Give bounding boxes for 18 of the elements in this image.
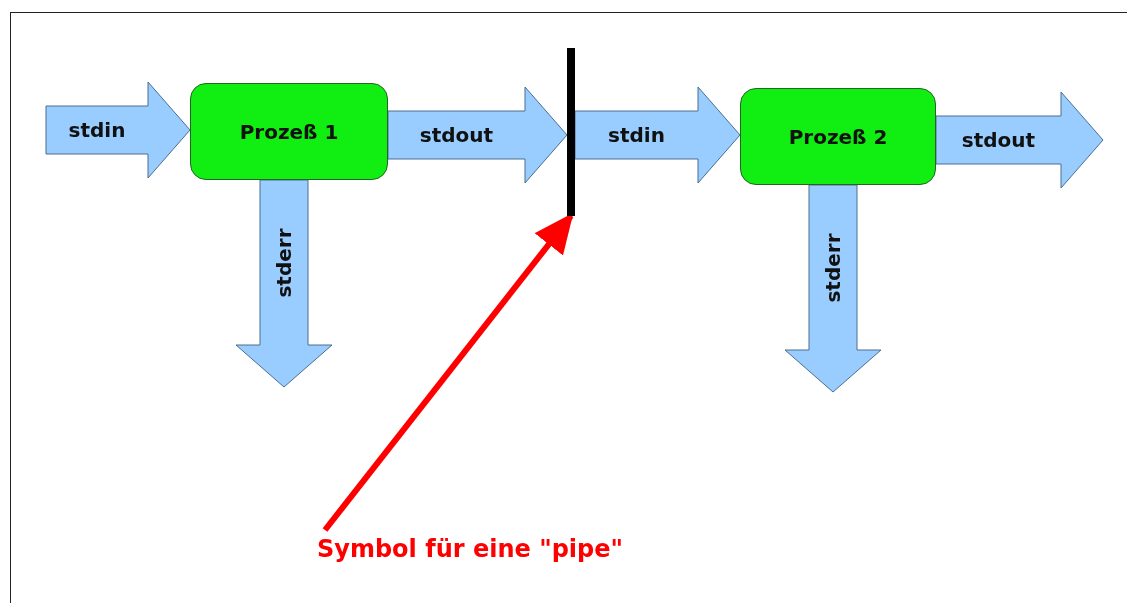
block-arrow [574,86,741,184]
pipe-bar [567,48,575,216]
process-label: Prozeß 2 [788,124,888,149]
block-arrow [45,81,191,179]
edge-label: stdin [608,123,665,147]
block-arrow [784,184,882,393]
block-arrow [387,86,568,184]
edge-label: stdin [68,118,126,142]
edge-label: stdout [419,123,494,147]
annotation-text: Symbol für eine "pipe" [317,535,623,563]
edge-label: stdout [961,128,1036,152]
block-arrow [935,91,1104,189]
edge-label: stderr [821,232,845,303]
edge-label: stderr [272,227,296,298]
process-box [190,83,388,180]
block-arrow [235,179,333,388]
process-label: Prozeß 1 [239,119,339,144]
process-box [740,88,936,185]
